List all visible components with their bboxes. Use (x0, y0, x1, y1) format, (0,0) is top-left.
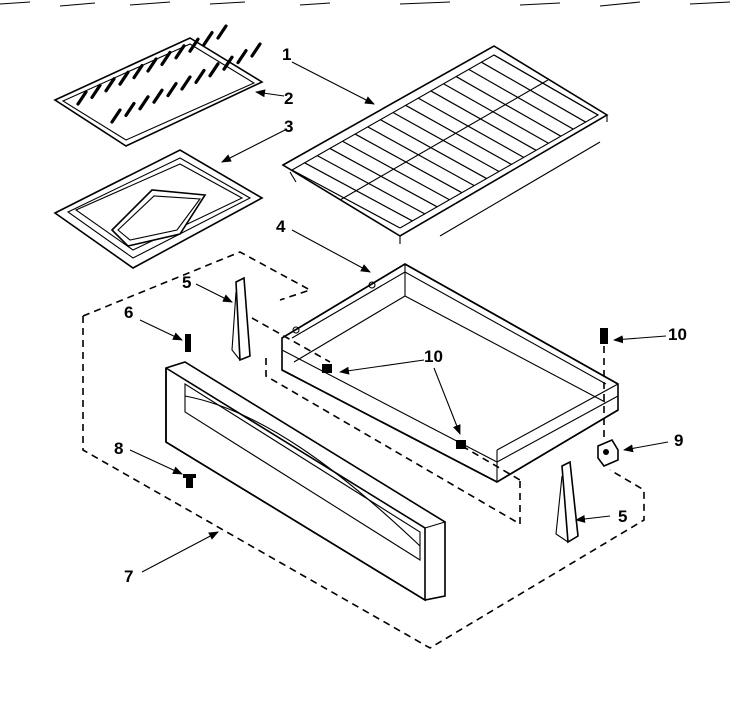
rack-bar (455, 76, 562, 137)
bracket (597, 438, 619, 467)
rack-bar (380, 119, 487, 180)
grid-slot (222, 55, 234, 71)
drawer-body (281, 263, 619, 483)
rack-bar (342, 140, 450, 201)
rack-bar (481, 61, 586, 123)
rack-bar (430, 90, 537, 151)
grid-slot (76, 90, 88, 106)
callout-labels: 1 2 3 4 5 6 10 10 9 8 5 7 (114, 45, 687, 586)
grid-slot (250, 42, 262, 58)
grid-slot (174, 44, 186, 60)
grid-slot (124, 101, 136, 117)
assembly-outline (82, 251, 645, 649)
screw-10-middle (456, 440, 466, 449)
grid-slot (152, 88, 164, 104)
rack-bar (405, 104, 512, 165)
grid-slot (180, 75, 192, 91)
rack-bar (316, 155, 426, 215)
grid-slot (146, 57, 158, 73)
top-edge-fragments (0, 1, 731, 7)
callout-5-right: 5 (618, 507, 627, 526)
callout-2: 2 (284, 89, 293, 108)
grid-slot (208, 62, 220, 78)
grid-slot (138, 95, 150, 111)
callout-1: 1 (282, 45, 291, 64)
drawer-glide-left (231, 276, 251, 362)
callout-3: 3 (284, 117, 293, 136)
stud (185, 334, 191, 352)
rack-bar (493, 54, 599, 116)
rack-bar (443, 83, 549, 144)
grid-slot (166, 82, 178, 98)
grid-slot (160, 50, 172, 66)
grid-slot (132, 63, 144, 80)
grid-slot (216, 24, 228, 40)
callout-5-left: 5 (182, 273, 191, 292)
callout-4: 4 (276, 217, 286, 236)
rack-bar (392, 111, 500, 173)
grid-slot (110, 108, 122, 124)
grid-slot (188, 37, 200, 53)
rack-bar (417, 97, 525, 158)
grid-slot (202, 31, 214, 47)
rack-bar (304, 162, 413, 222)
callout-6: 6 (124, 303, 133, 322)
rack-bar (291, 169, 401, 229)
rack-bar (468, 68, 574, 130)
rack-bar (354, 133, 463, 194)
drawer-front-panel (165, 361, 447, 602)
grid-slot (104, 77, 116, 93)
grid-slot (236, 49, 248, 65)
broiler-pan (53, 149, 264, 269)
screw (183, 474, 196, 488)
screw-10-right (600, 328, 608, 344)
callout-9: 9 (674, 431, 683, 450)
screw-10-left (322, 364, 332, 373)
callout-7: 7 (124, 567, 133, 586)
drawer-glide-right (555, 460, 579, 544)
grid-slot (118, 70, 130, 86)
leader-lines (129, 61, 669, 573)
rack-bar (367, 126, 475, 187)
callout-10-left: 10 (424, 347, 443, 366)
oven-rack (281, 45, 609, 244)
broiler-grid (53, 24, 264, 147)
grid-slot (194, 68, 206, 84)
callout-10-right: 10 (668, 325, 687, 344)
callout-8: 8 (114, 439, 123, 458)
rack-bar (329, 147, 438, 208)
grid-slot (90, 83, 102, 99)
